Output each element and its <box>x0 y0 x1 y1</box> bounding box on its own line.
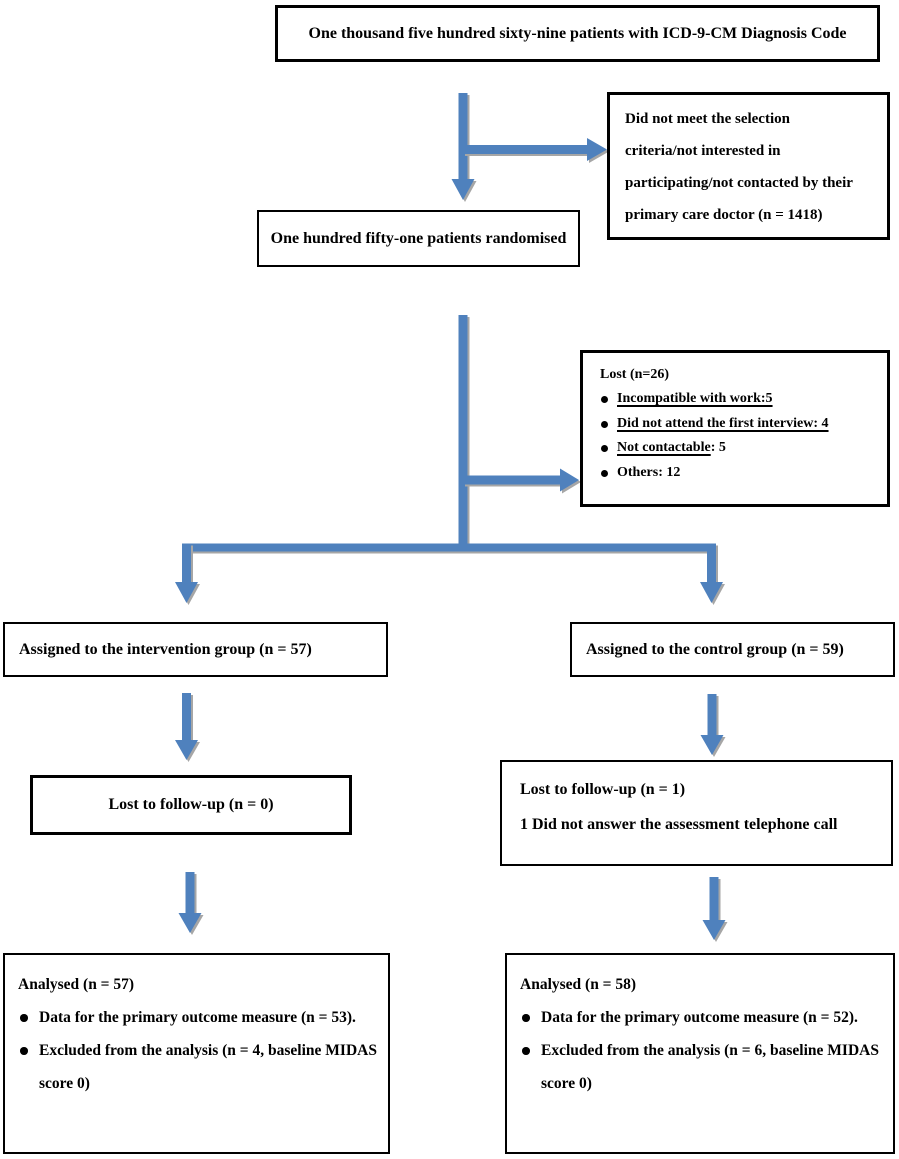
line-split-horizontal <box>182 543 716 552</box>
arrow-control-to-lost-followup <box>700 694 724 755</box>
box-assigned-control: Assigned to the control group (n = 59) <box>570 622 895 677</box>
box-randomised: One hundred fifty-one patients randomise… <box>257 210 580 267</box>
analysed-control-bullets: Data for the primary outcome measure (n … <box>520 1001 887 1100</box>
lost-followup-control-content: Lost to follow-up (n = 1) 1 Did not answ… <box>502 762 891 842</box>
lost-bullet-underlined: Did not attend the first interview: 4 <box>617 415 829 431</box>
arrow-to-excluded-screening <box>463 138 607 161</box>
lost-bullet-rest: : 5 <box>710 440 726 455</box>
box-analysed-control: Analysed (n = 58) Data for the primary o… <box>505 953 895 1154</box>
box-assigned-intervention: Assigned to the intervention group (n = … <box>3 622 388 677</box>
eligible-patients-text: One thousand five hundred sixty-nine pat… <box>308 24 847 42</box>
lost-bullet-item: Incompatible with work:5 <box>600 387 881 412</box>
analysed-intervention-bullets: Data for the primary outcome measure (n … <box>18 1001 382 1100</box>
analysed-bullet-item: Excluded from the analysis (n = 4, basel… <box>18 1034 382 1100</box>
arrow-eligible-to-randomised <box>451 93 475 200</box>
excluded-screening-line: criteria/not interested in <box>625 143 781 159</box>
line-randomised-down <box>458 315 468 551</box>
box-lost-followup-control: Lost to follow-up (n = 1) 1 Did not answ… <box>500 760 893 866</box>
analysed-intervention-content: Analysed (n = 57) Data for the primary o… <box>5 955 388 1100</box>
lost-prerandomisation-content: Lost (n=26) Incompatible with work:5 Did… <box>583 353 887 485</box>
lost-bullet-item: Others: 12 <box>600 461 881 486</box>
box-excluded-screening: Did not meet the selection criteria/not … <box>607 92 890 240</box>
box-eligible-patients: One thousand five hundred sixty-nine pat… <box>275 5 880 62</box>
lost-bullet-item: Not contactable: 5 <box>600 436 881 461</box>
arrow-intervention-to-lost-followup <box>175 693 198 760</box>
excluded-screening-line: participating/not contacted by their <box>625 175 853 191</box>
lost-bullet-underlined: Not contactable <box>617 440 711 455</box>
analysed-control-title: Analysed (n = 58) <box>520 976 637 993</box>
analysed-control-content: Analysed (n = 58) Data for the primary o… <box>507 955 893 1100</box>
excluded-screening-line: primary care doctor (n = 1418) <box>625 207 823 223</box>
arrow-split-to-control <box>700 543 723 603</box>
excluded-screening-text: Did not meet the selection criteria/not … <box>610 95 887 231</box>
excluded-screening-line: Did not meet the selection <box>625 111 790 127</box>
lost-title: Lost (n=26) <box>600 367 670 382</box>
randomised-text: One hundred fifty-one patients randomise… <box>270 229 567 247</box>
lost-bullet-item: Did not attend the first interview: 4 <box>600 412 881 437</box>
analysed-bullet-item: Data for the primary outcome measure (n … <box>520 1001 887 1034</box>
lost-followup-control-title: Lost to follow-up (n = 1) <box>520 781 686 798</box>
lost-followup-control-detail: 1 Did not answer the assessment telephon… <box>520 816 838 833</box>
box-analysed-intervention: Analysed (n = 57) Data for the primary o… <box>3 953 390 1154</box>
box-lost-followup-intervention: Lost to follow-up (n = 0) <box>30 775 352 835</box>
lost-bullet-list: Incompatible with work:5 Did not attend … <box>600 387 881 485</box>
analysed-bullet-item: Excluded from the analysis (n = 6, basel… <box>520 1034 887 1100</box>
lost-bullet-rest: Others: 12 <box>617 464 681 480</box>
assigned-control-text: Assigned to the control group (n = 59) <box>586 640 844 658</box>
arrow-control-to-analysed <box>702 877 726 940</box>
assigned-intervention-text: Assigned to the intervention group (n = … <box>19 640 312 658</box>
box-lost-prerandomisation: Lost (n=26) Incompatible with work:5 Did… <box>580 350 890 507</box>
analysed-intervention-title: Analysed (n = 57) <box>18 976 135 993</box>
arrow-split-to-intervention <box>175 543 198 603</box>
arrow-to-lost-prerandomisation <box>463 468 579 492</box>
analysed-bullet-item: Data for the primary outcome measure (n … <box>18 1001 382 1034</box>
lost-bullet-underlined: Incompatible with work:5 <box>617 391 773 406</box>
lost-followup-intervention-text: Lost to follow-up (n = 0) <box>108 796 274 813</box>
arrow-intervention-to-analysed <box>178 872 202 933</box>
